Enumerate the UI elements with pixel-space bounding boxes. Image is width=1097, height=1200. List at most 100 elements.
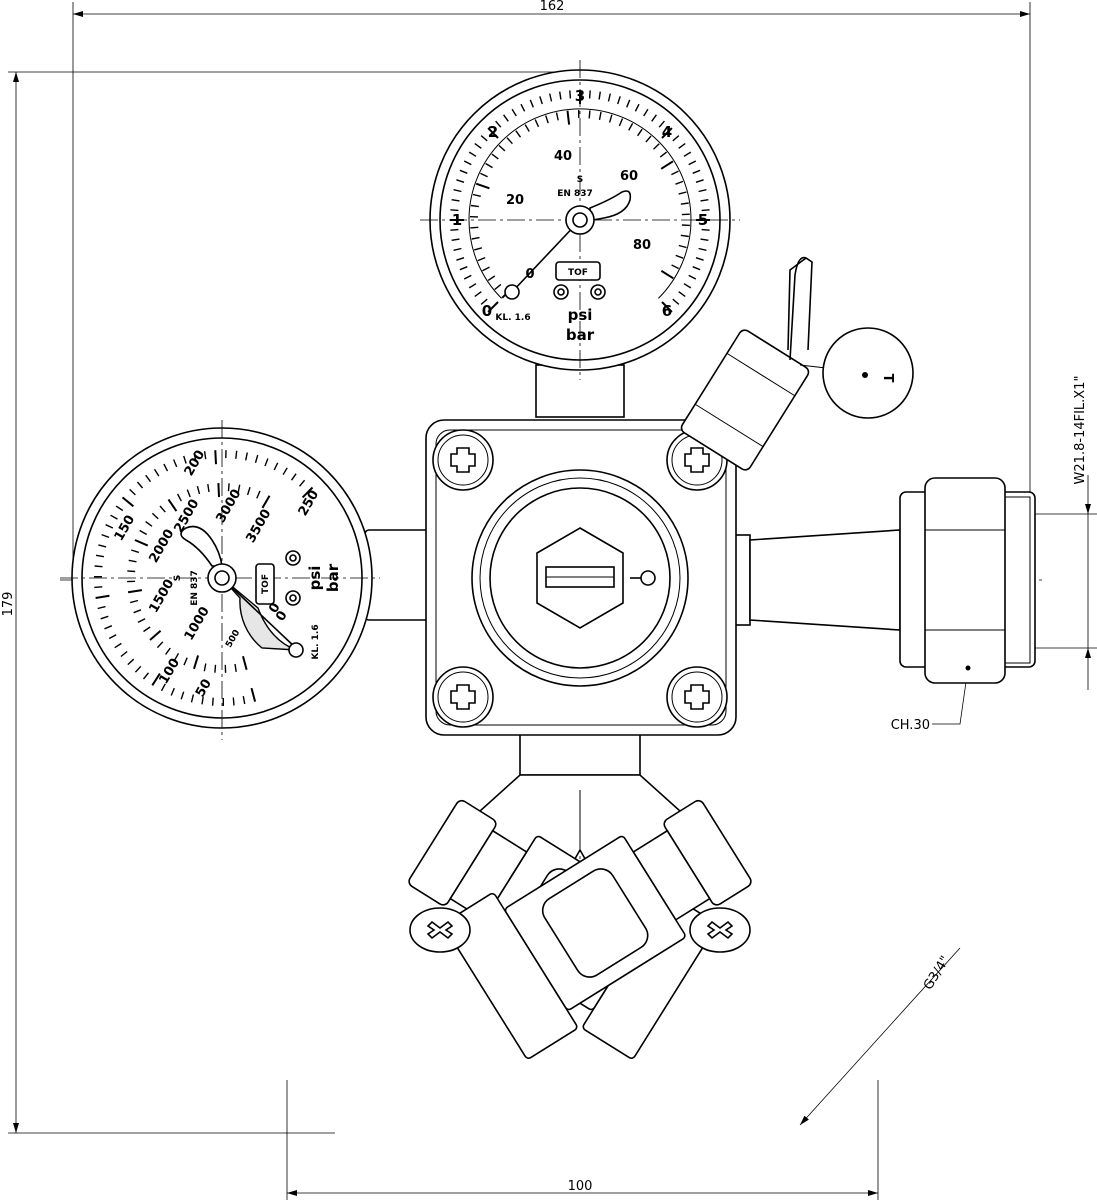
gauge-tick: [94, 586, 103, 589]
gauge-tick: [108, 634, 117, 640]
gauge-tick: [618, 118, 624, 127]
dimension-100-label: 100: [568, 1179, 593, 1194]
gauge-tick: [450, 228, 459, 231]
inlet-thread-label: W21.8-14FIL.X1": [1073, 376, 1088, 485]
gauge-tick: [250, 687, 257, 702]
gauge-tick: [672, 135, 680, 142]
gauge-tick: [459, 169, 468, 174]
gauge-tick: [485, 162, 493, 169]
gauge-tick: [678, 143, 686, 149]
lp-standard-mark: S: [577, 175, 583, 185]
gauge-tick: [172, 459, 178, 468]
gauge-tick: [700, 199, 709, 202]
inlet-nut: [899, 477, 1036, 684]
gauge-tick: [494, 283, 502, 291]
gauge-tick: [470, 226, 479, 229]
gauge-tick: [477, 256, 486, 262]
gauge-tick: [190, 694, 195, 703]
gauge-tick: [688, 274, 697, 280]
gauge-tick: [608, 114, 613, 123]
gauge-tick: [193, 655, 200, 670]
gauge-tick: [480, 298, 488, 305]
gauge-tick: [193, 452, 197, 462]
lp-psi-60: 60: [620, 169, 638, 184]
gauge-tick: [94, 565, 103, 568]
lp-psi-20: 20: [506, 193, 524, 208]
screw-bottom-right: [666, 666, 728, 728]
lp-psi-80: 80: [633, 238, 651, 253]
dimension-179-label: 179: [1, 592, 16, 617]
gauge-tick: [143, 626, 151, 633]
gauge-tick: [588, 110, 591, 119]
gauge-tick: [127, 570, 136, 573]
screw-top-left: [432, 429, 494, 491]
gauge-tick: [115, 505, 124, 512]
lp-bar-5: 5: [698, 211, 708, 229]
gauge-tick: [456, 257, 465, 261]
safety-valve: [680, 256, 827, 471]
gauge-tick: [214, 664, 217, 673]
gauge-tick: [617, 96, 621, 105]
hp-accuracy-class: KL. 1.6: [311, 624, 321, 659]
gauge-tick: [474, 143, 482, 149]
lp-psi-40: 40: [554, 149, 572, 164]
gauge-tick: [474, 247, 483, 251]
gauge-tick: [145, 474, 152, 483]
gauge-tick: [671, 170, 679, 176]
dimension-inlet-thread: W21.8-14FIL.X1": [1030, 376, 1097, 690]
high-pressure-gauge: 100 1000 50 150 200 250 0 500 1500 2000 …: [60, 420, 380, 740]
gauge-tick: [678, 291, 686, 297]
gauge-tick: [480, 172, 488, 178]
gauge-tick: [104, 625, 113, 630]
hex-size-label: CH.30: [891, 718, 930, 733]
gauge-tick: [214, 450, 217, 465]
gauge-tick: [167, 498, 178, 512]
gauge-tick: [487, 275, 496, 281]
gauge-tick: [692, 266, 701, 271]
gauge-tick: [661, 301, 673, 313]
gauge-tick: [658, 120, 665, 128]
outlet-thread-label: G3/4": [921, 953, 953, 992]
gauge-tick: [498, 144, 506, 152]
gauge-tick: [645, 135, 652, 143]
dimension-179: 179: [1, 71, 580, 1134]
gauge-tick: [450, 209, 459, 212]
gauge-tick: [176, 493, 182, 502]
gauge-tick: [692, 169, 701, 174]
gauge-tick: [183, 455, 187, 464]
gauge-tick: [468, 151, 477, 157]
gauge-tick: [534, 119, 540, 128]
gauge-tick: [203, 451, 207, 460]
gauge-tick: [487, 301, 499, 313]
gauge-tick: [232, 697, 235, 706]
gauge-tick: [451, 199, 460, 202]
gauge-tick: [120, 650, 128, 658]
gauge-tick: [511, 108, 517, 117]
gauge-tick: [282, 467, 288, 476]
gauge-tick: [660, 160, 674, 170]
gauge-tick: [651, 114, 657, 122]
gauge-tick: [688, 160, 697, 166]
gauge-tick: [659, 151, 668, 158]
gauge-tick: [695, 257, 704, 261]
gauge-tick: [487, 127, 499, 139]
gauge-tick: [139, 529, 148, 536]
gauge-tick: [545, 115, 549, 124]
gauge-tick: [683, 283, 692, 289]
gauge-tick: [598, 91, 601, 100]
gauge-tick: [298, 479, 306, 487]
gauge-tick: [675, 180, 684, 185]
gauge-tick: [127, 658, 135, 666]
screw-bottom-left: [432, 666, 494, 728]
gauge-tick: [128, 559, 137, 563]
gauge-tick: [491, 153, 499, 160]
gauge-tick: [234, 663, 237, 673]
gauge-tick: [151, 512, 159, 520]
gauge-tick: [211, 697, 214, 706]
gauge-tick: [588, 90, 591, 99]
gauge-tick: [474, 291, 482, 297]
gauge-tick: [524, 124, 530, 132]
gauge-tick: [95, 554, 105, 558]
lp-bar-2: 2: [488, 123, 498, 141]
